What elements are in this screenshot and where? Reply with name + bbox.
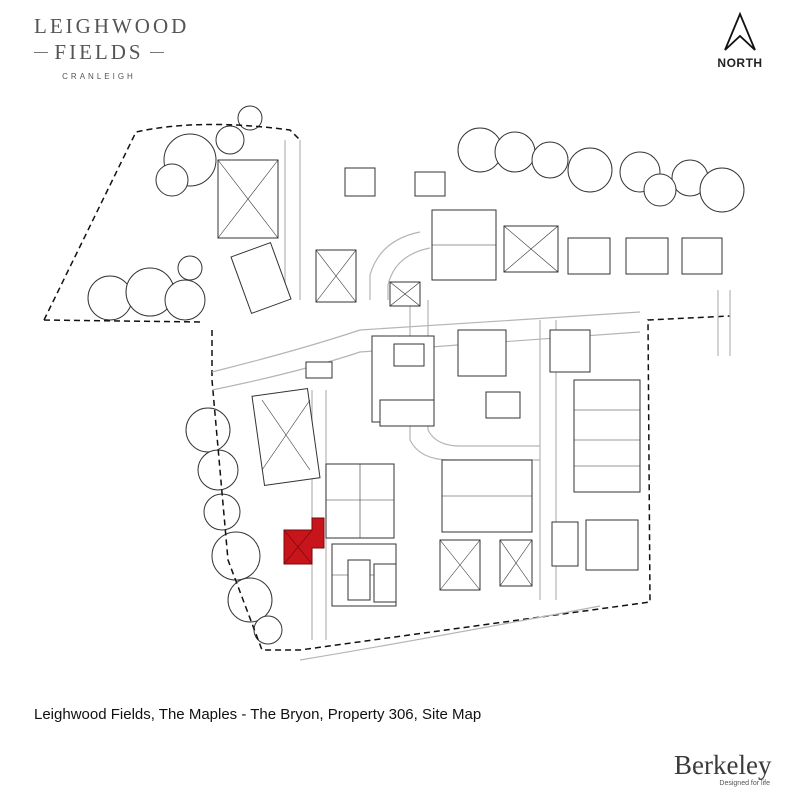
developer-brand: Berkeley Designed for life <box>674 750 772 788</box>
logo-line-cranleigh: CRANLEIGH <box>62 72 136 81</box>
brand-name: Berkeley <box>674 750 772 780</box>
logo-line-leighwood: LEIGHWOOD <box>34 14 190 38</box>
map-caption: Leighwood Fields, The Maples - The Bryon… <box>34 706 482 723</box>
development-logo: LEIGHWOOD FIELDS CRANLEIGH <box>34 14 190 81</box>
tree-belt-west <box>87 255 283 645</box>
logo-rule-left <box>34 52 49 53</box>
north-arrow-icon <box>724 12 756 51</box>
building-footprints <box>217 159 723 607</box>
site-map <box>43 105 745 661</box>
logo-line-fields: FIELDS <box>54 40 144 64</box>
tree-belt-north <box>155 105 745 213</box>
highlighted-property-roof-lines <box>283 529 313 565</box>
north-label: NORTH <box>717 56 763 70</box>
logo-rule-right <box>149 52 164 53</box>
site-boundary <box>43 123 731 651</box>
highlighted-property-306 <box>283 517 325 565</box>
logo-fields-row: FIELDS <box>34 40 164 65</box>
brand-tagline: Designed for life <box>719 780 770 787</box>
north-indicator: NORTH <box>712 12 768 70</box>
